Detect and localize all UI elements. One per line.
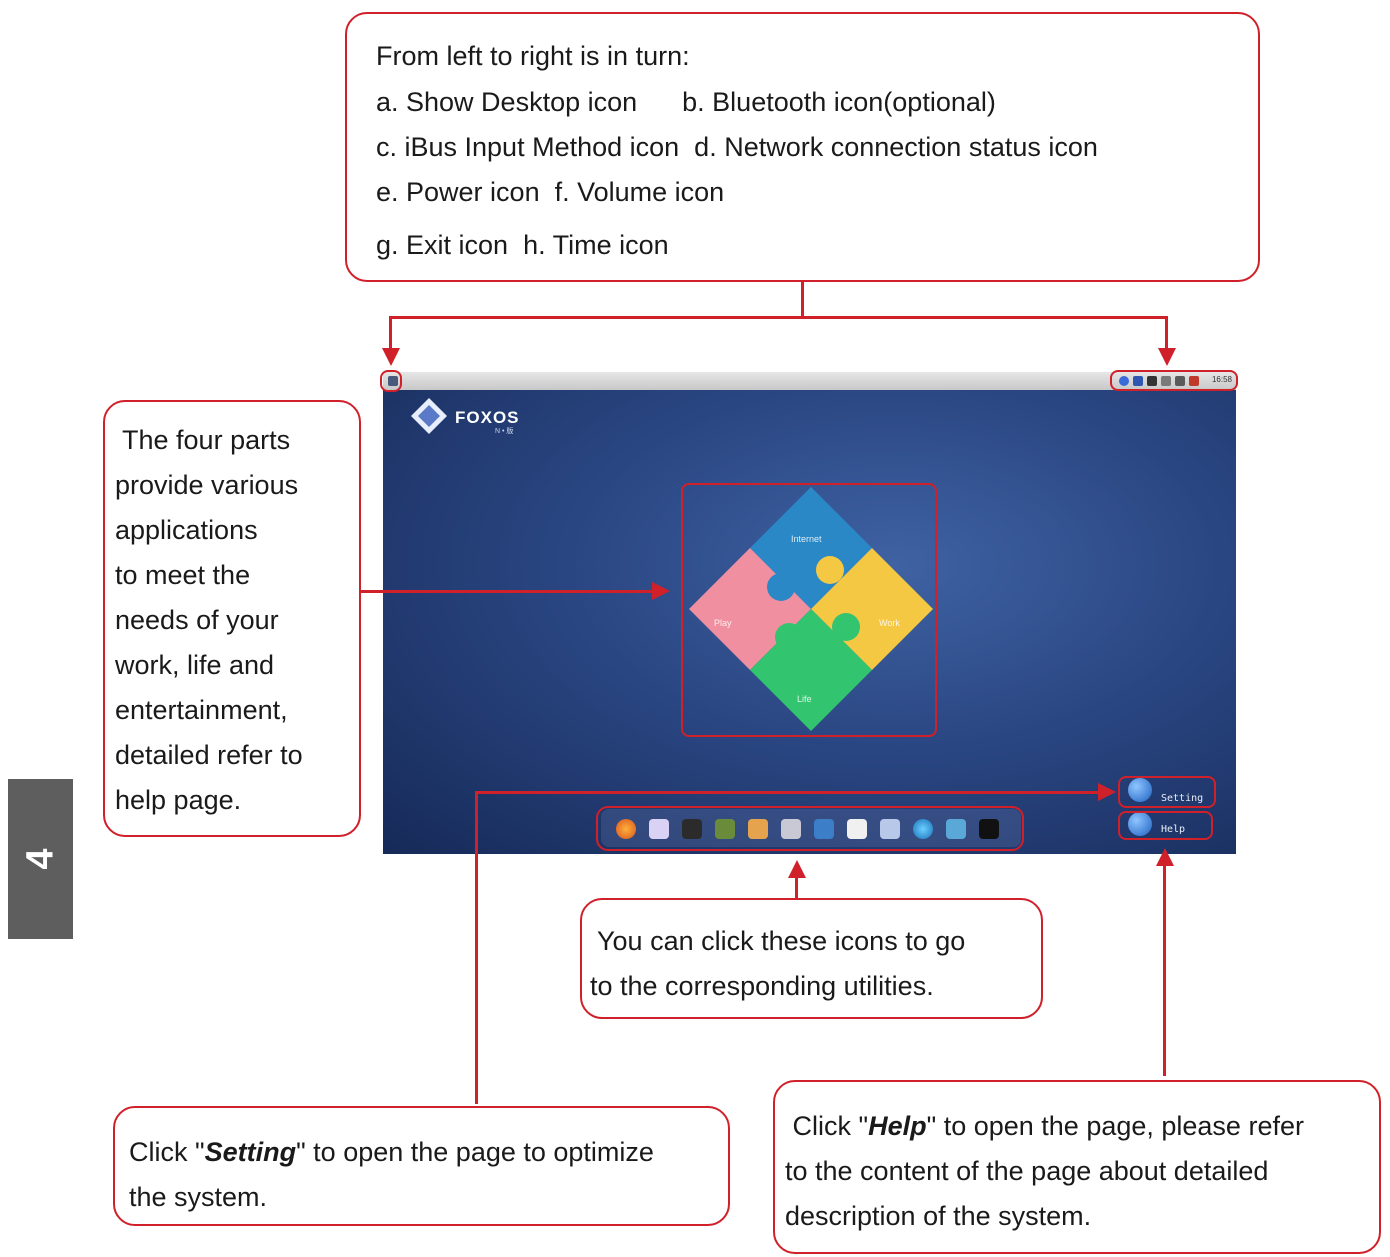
puzzle-line: provide various <box>115 470 299 500</box>
top-taskbar: 16:58 <box>383 372 1236 390</box>
tux-icon[interactable] <box>847 819 867 839</box>
dock-line: to the corresponding utilities. <box>590 971 934 1001</box>
puzzle-line: work, life and <box>115 650 275 680</box>
foxos-logo <box>411 398 447 434</box>
life-label: Life <box>797 694 812 704</box>
tray-icons-callout: From left to right is in turn: a. Show D… <box>345 12 1260 282</box>
show-desktop-icon[interactable] <box>388 376 398 386</box>
text: Click " <box>785 1111 869 1141</box>
help-line: to the content of the page about detaile… <box>785 1156 1269 1186</box>
firefox-icon[interactable] <box>616 819 636 839</box>
book-icon[interactable] <box>814 819 834 839</box>
tray-line-ef: e. Power icon f. Volume icon <box>376 177 725 207</box>
logo-subtitle: N • 版 <box>495 428 514 435</box>
image-viewer-icon[interactable] <box>748 819 768 839</box>
dock-callout: You can click these icons to go to the c… <box>580 898 1043 1019</box>
setting-line: the system. <box>129 1182 268 1212</box>
puzzle-line: help page. <box>115 785 242 815</box>
exit-icon[interactable] <box>1189 376 1199 386</box>
logo-text: FOXOS <box>455 408 520 427</box>
office-icon[interactable] <box>781 819 801 839</box>
tray-line-ab: a. Show Desktop icon b. Bluetooth icon(o… <box>376 87 996 117</box>
power-icon[interactable] <box>1161 376 1171 386</box>
arrow <box>788 860 806 878</box>
connector <box>795 878 798 898</box>
help-button-icon[interactable] <box>1128 812 1152 836</box>
connector <box>389 316 392 350</box>
ibus-input-icon[interactable] <box>1133 376 1143 386</box>
bluetooth-icon[interactable] <box>1119 376 1129 386</box>
connector <box>361 590 655 593</box>
editor-icon[interactable] <box>880 819 900 839</box>
dock-highlight <box>596 806 1024 851</box>
connector <box>1165 316 1168 350</box>
puzzle-knob <box>832 613 860 641</box>
work-label: Work <box>879 618 900 628</box>
screen-icon[interactable] <box>946 819 966 839</box>
setting-line: Click "Setting" to open the page to opti… <box>129 1130 654 1175</box>
connector <box>801 282 804 318</box>
help-line: description of the system. <box>785 1201 1092 1231</box>
puzzle-highlight <box>681 483 937 737</box>
dock-line: You can click these icons to go <box>590 926 966 956</box>
setting-button-icon[interactable] <box>1128 778 1152 802</box>
desktop-screenshot: 16:58 FOXOS N • 版 Internet Play Work Lif… <box>383 372 1236 854</box>
setting-callout: Click "Setting" to open the page to opti… <box>113 1106 730 1226</box>
app-puzzle <box>689 487 933 731</box>
time-icon[interactable]: 16:58 <box>1211 375 1232 384</box>
chapter-number: 4 <box>19 848 61 870</box>
media-icon[interactable] <box>715 819 735 839</box>
help-callout: Click "Help" to open the page, please re… <box>773 1080 1381 1254</box>
puzzle-line: detailed refer to <box>115 740 303 770</box>
setting-label[interactable]: Setting <box>1161 793 1204 804</box>
show-desktop-highlight <box>380 370 402 392</box>
setting-highlight <box>1118 776 1216 808</box>
puzzle-line: needs of your <box>115 605 279 635</box>
connector <box>389 316 1168 319</box>
puzzle-knob <box>767 573 795 601</box>
tray-intro: From left to right is in turn: <box>376 41 690 71</box>
globe-icon[interactable] <box>913 819 933 839</box>
arrow <box>1098 783 1116 801</box>
text: Click " <box>129 1137 205 1167</box>
arrow <box>1156 848 1174 866</box>
puzzle-callout: The four parts provide various applicati… <box>103 400 361 837</box>
help-keyword: Help <box>868 1111 927 1141</box>
puzzle-line: entertainment, <box>115 695 288 725</box>
help-label[interactable]: Help <box>1161 824 1186 835</box>
console-icon[interactable] <box>979 819 999 839</box>
help-line: Click "Help" to open the page, please re… <box>785 1104 1304 1149</box>
play-label: Play <box>714 618 732 628</box>
network-icon[interactable] <box>1147 376 1157 386</box>
puzzle-line: to meet the <box>115 560 251 590</box>
setting-keyword: Setting <box>204 1137 297 1167</box>
file-manager-icon[interactable] <box>649 819 669 839</box>
puzzle-knob <box>816 556 844 584</box>
terminal-app-icon[interactable] <box>682 819 702 839</box>
tray-line-gh: g. Exit icon h. Time icon <box>376 230 669 260</box>
text: " to open the page to optimize <box>296 1137 654 1167</box>
connector <box>1163 866 1166 1076</box>
arrow <box>652 582 670 600</box>
text: " to open the page, please refer <box>926 1111 1304 1141</box>
connector <box>475 791 478 1104</box>
puzzle-line: applications <box>115 515 258 545</box>
chapter-tab: 4 <box>8 779 73 939</box>
help-highlight <box>1118 811 1213 840</box>
internet-label: Internet <box>791 534 822 544</box>
arrow <box>1158 348 1176 366</box>
volume-icon[interactable] <box>1175 376 1185 386</box>
tray-line-cd: c. iBus Input Method icon d. Network con… <box>376 132 1098 162</box>
arrow <box>382 348 400 366</box>
tray-highlight <box>1110 370 1238 391</box>
connector <box>475 791 1100 794</box>
puzzle-knob <box>775 623 803 651</box>
puzzle-line: The four parts <box>115 425 291 455</box>
